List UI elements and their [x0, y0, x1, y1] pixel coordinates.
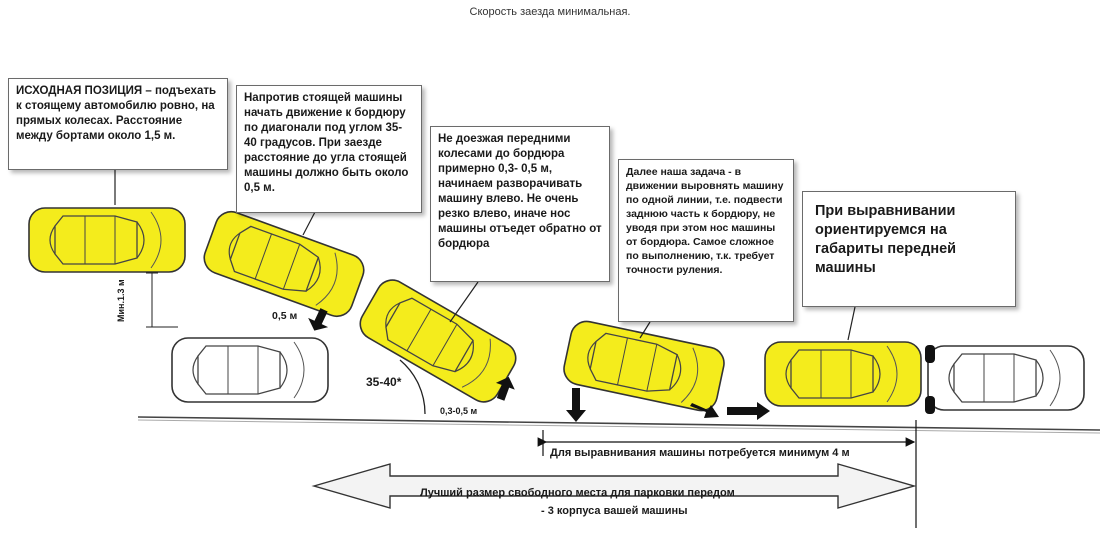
box-align: Далее наша задача - в движении выровнять… [618, 159, 794, 322]
box-front-car-reference-text: При выравнивании ориентируемся на габари… [815, 203, 957, 276]
align-dimension-text: Для выравнивания машины потребуется мини… [550, 447, 850, 459]
space-double-arrow [311, 463, 917, 509]
connector-line [639, 321, 651, 339]
space-text-line1: Лучший размер свободного места для парко… [420, 487, 735, 499]
angle-label: 35-40* [366, 375, 402, 389]
box-turn-left-text: Не доезжая передними колесами до бордюра… [438, 133, 602, 250]
connector-line [302, 211, 316, 236]
parked-car-front [927, 345, 1085, 411]
yellow-car-align [560, 317, 728, 415]
angle-arc [399, 359, 426, 415]
connector-line [847, 306, 856, 341]
yellow-car-final [764, 341, 922, 407]
curb-gap-label: 0,3-0,5 м [440, 406, 478, 416]
box-initial-position-text: ИСХОДНАЯ ПОЗИЦИЯ – подъехать к стоящему … [16, 85, 217, 142]
connector-line [449, 281, 479, 323]
right-arrow [727, 402, 770, 420]
box-turn-left: Не доезжая передними колесами до бордюра… [430, 126, 610, 282]
gap-arrow [308, 308, 329, 331]
yellow-car-start [28, 207, 186, 273]
box-initial-position: ИСХОДНАЯ ПОЗИЦИЯ – подъехать к стоящему … [8, 78, 228, 170]
parked-car-front-wheel [925, 396, 935, 414]
yellow-car-diagonal [198, 206, 370, 322]
parked-car-front-wheel [925, 345, 935, 363]
box-diagonal-start: Напротив стоящей машины начать движение … [236, 85, 422, 213]
right-arrow [690, 403, 719, 418]
box-front-car-reference: При выравнивании ориентируемся на габари… [802, 191, 1016, 307]
box-diagonal-start-text: Напротив стоящей машины начать движение … [244, 92, 409, 194]
curb-line [137, 416, 1100, 431]
down-arrow [566, 388, 586, 422]
header-note: Скорость заезда минимальная. [469, 6, 631, 18]
parked-car-rear [171, 337, 329, 403]
curb-gap-arrow [495, 376, 515, 401]
gap-05-label: 0,5 м [272, 310, 298, 322]
box-align-text: Далее наша задача - в движении выровнять… [626, 166, 784, 276]
min-distance-label: Мин.1.3 м [116, 279, 126, 322]
curb-line-shadow [137, 419, 1100, 434]
space-text-line2: - 3 корпуса вашей машины [541, 505, 688, 517]
